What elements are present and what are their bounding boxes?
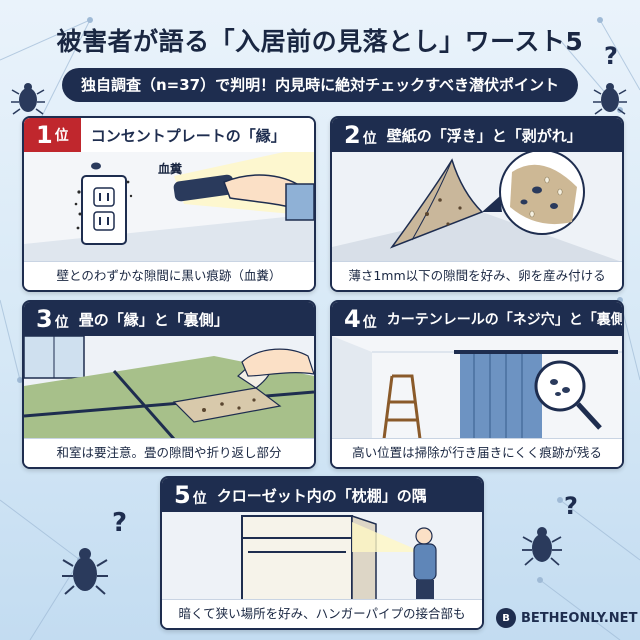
card-title: クローゼット内の「枕棚」の隅 (216, 486, 427, 505)
card-header: 5 位 クローゼット内の「枕棚」の隅 (162, 478, 482, 512)
curtain-rail-illustration (332, 336, 622, 439)
brand-logo: B (496, 608, 516, 628)
rank-card-2: 2 位 壁紙の「浮き」と「剥がれ」 薄さ1mm以下の隙間を好み、卵を産み付ける (330, 116, 624, 292)
tatami-illustration (24, 336, 314, 439)
rank-card-3: 3 位 畳の「縁」と「裏側」 和室は要注意。畳の隙間や折り返し部分 (22, 300, 316, 469)
rank-number: 2 (344, 120, 361, 149)
svg-text:?: ? (564, 492, 578, 520)
card-caption: 暗くて狭い場所を好み、ハンガーパイプの接合部も (162, 599, 482, 628)
rank-badge: 2 位 (332, 123, 387, 148)
card-header: 2 位 壁紙の「浮き」と「剥がれ」 (332, 118, 622, 152)
bedbug-icon (62, 548, 108, 595)
card-title: コンセントプレートの「縁」 (90, 126, 286, 145)
closet-illustration (162, 512, 482, 600)
rank-number: 5 (174, 480, 191, 509)
card-caption: 高い位置は掃除が行き届きにくく痕跡が残る (332, 438, 622, 467)
svg-text:?: ? (604, 42, 618, 70)
bedbug-icon (522, 527, 562, 566)
question-mark-icon: ? (604, 42, 618, 70)
card-header: 1 位 コンセントプレートの「縁」 (24, 118, 314, 152)
page-title: 被害者が語る「入居前の見落とし」ワースト5 (56, 27, 584, 56)
rank-number: 3 (36, 304, 53, 333)
rank-number: 1 (36, 121, 53, 149)
rank-unit: 位 (362, 314, 377, 331)
card-caption: 和室は要注意。畳の隙間や折り返し部分 (24, 438, 314, 467)
question-mark-icon: ? (564, 492, 578, 520)
card-caption: 壁とのわずかな隙間に黒い痕跡（血糞） (24, 261, 314, 290)
brand-name: BETHEONLY.NET (521, 610, 638, 626)
rank-unit: 位 (192, 490, 207, 507)
rank-badge: 3 位 (24, 307, 79, 332)
bedbug-icon (593, 83, 627, 115)
card-header: 3 位 畳の「縁」と「裏側」 (24, 302, 314, 336)
card-title: カーテンレールの「ネジ穴」と「裏側」 (386, 312, 624, 328)
rank-badge: 1 位 (24, 118, 81, 152)
rank-card-5: 5 位 クローゼット内の「枕棚」の隅 暗くて狭い場所を好み、ハンガーパイプの接合… (160, 476, 484, 630)
question-mark-icon: ? (112, 508, 127, 537)
card-caption: 薄さ1mm以下の隙間を好み、卵を産み付ける (332, 261, 622, 290)
rank-card-1: 1 位 コンセントプレートの「縁」 血糞 壁とのわずかな隙間に黒い痕跡（血糞） (22, 116, 316, 292)
card-title: 壁紙の「浮き」と「剥がれ」 (386, 126, 582, 145)
rank-unit: 位 (362, 130, 377, 147)
rank-unit: 位 (54, 314, 69, 331)
svg-text:?: ? (112, 508, 127, 537)
bedbug-icon (11, 83, 45, 115)
brand-mark: B BETHEONLY.NET (496, 608, 637, 628)
wallpaper-illustration (332, 152, 622, 262)
rank-number: 4 (344, 304, 361, 333)
subtitle-banner: 独自調査（n=37）で判明！内見時に絶対チェックすべき潜伏ポイント (62, 68, 578, 102)
card-title: 畳の「縁」と「裏側」 (78, 310, 229, 329)
outlet-illustration (24, 152, 314, 262)
rank-card-4: 4 位 カーテンレールの「ネジ穴」と「裏側」 高い位置は掃除が行き届きにくく痕跡… (330, 300, 624, 469)
card-header: 4 位 カーテンレールの「ネジ穴」と「裏側」 (332, 302, 622, 336)
blood-feces-label: 血糞 (158, 162, 183, 176)
rank-badge: 5 位 (162, 483, 217, 508)
rank-badge: 4 位 (332, 307, 387, 332)
rank-unit: 位 (54, 128, 69, 144)
